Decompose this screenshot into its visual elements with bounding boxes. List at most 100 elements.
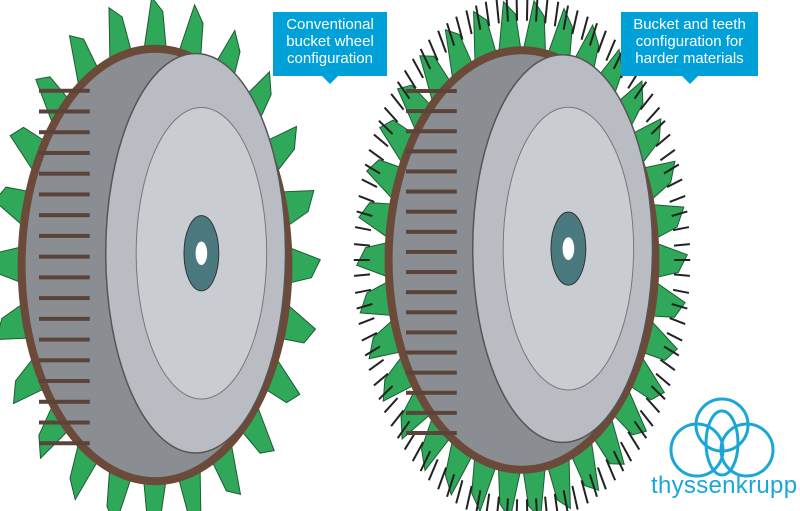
spoke [406, 310, 457, 315]
tooth [390, 409, 405, 427]
callout-line: Bucket and teeth [633, 16, 746, 33]
tooth [619, 441, 633, 462]
tooth [639, 409, 654, 427]
spoke [406, 350, 457, 355]
spoke [39, 275, 90, 280]
spoke [406, 169, 457, 174]
spoke [406, 330, 457, 335]
spoke [406, 270, 457, 275]
callout-line: harder materials [635, 50, 744, 67]
tooth [669, 194, 686, 203]
tooth [361, 178, 378, 188]
spoke [406, 431, 457, 435]
tooth [446, 22, 456, 46]
tooth [655, 133, 671, 148]
tooth [639, 93, 654, 111]
tooth [672, 288, 690, 294]
tooth [383, 106, 399, 123]
thyssenkrupp-logo-icon [669, 397, 775, 478]
tooth [484, 1, 491, 27]
spoke [406, 290, 457, 295]
spoke [39, 130, 90, 135]
tooth [411, 58, 425, 79]
callout-line: configuration [287, 50, 373, 67]
tooth [446, 474, 456, 498]
tooth [544, 496, 548, 511]
tooth [596, 467, 607, 490]
hub-hole [195, 241, 208, 265]
tooth [544, 0, 549, 24]
tooth [368, 149, 385, 162]
spoke [39, 399, 90, 404]
tooth [650, 385, 666, 400]
tooth [580, 480, 589, 504]
tooth [455, 480, 464, 504]
tooth [671, 210, 688, 217]
spoke [39, 379, 90, 384]
spoke [406, 129, 457, 134]
spoke [406, 229, 457, 234]
callout-line: Conventional [286, 16, 374, 33]
tooth [666, 178, 683, 188]
tooth [645, 397, 661, 414]
tooth [588, 474, 598, 498]
spoke [39, 358, 90, 363]
tooth [650, 120, 666, 135]
spoke [406, 89, 457, 93]
tooth [671, 303, 688, 310]
tooth [475, 490, 482, 511]
tooth [378, 120, 394, 135]
tooth [419, 450, 432, 472]
spoke [406, 390, 457, 395]
tooth [496, 496, 500, 511]
tooth [373, 372, 389, 387]
tooth [368, 358, 385, 371]
tooth [633, 81, 648, 100]
tooth [659, 149, 676, 162]
tooth [672, 226, 690, 232]
tooth [396, 420, 411, 439]
conventional-bucket-wheel [0, 0, 321, 511]
spoke [39, 192, 90, 197]
spoke [39, 420, 90, 425]
spoke [406, 189, 457, 194]
tooth [673, 243, 690, 247]
tooth [596, 30, 607, 53]
spoke [39, 171, 90, 176]
tooth [655, 372, 671, 387]
teeth-bucket-wheel [353, 0, 691, 511]
tooth [605, 458, 617, 481]
spoke [39, 254, 90, 259]
tooth [455, 16, 464, 40]
tooth [474, 5, 482, 30]
tooth [663, 163, 680, 175]
tooth [437, 467, 448, 490]
tooth [553, 1, 560, 27]
tooth [411, 441, 425, 462]
tooth [562, 490, 569, 511]
hub-hole [562, 237, 575, 260]
spoke [406, 410, 457, 415]
tooth [633, 420, 648, 439]
tooth [605, 39, 617, 62]
tooth [535, 0, 539, 22]
tooth [358, 194, 375, 203]
tooth [437, 30, 448, 53]
logo-text: thyssenkrupp [651, 472, 798, 499]
tooth [465, 485, 473, 510]
tooth [525, 499, 529, 511]
tooth [419, 48, 432, 70]
tooth [659, 358, 676, 371]
spoke [39, 150, 90, 155]
tooth [525, 0, 529, 21]
spoke [39, 88, 90, 93]
tooth [495, 0, 500, 24]
tooth [571, 485, 579, 510]
spoke [406, 209, 457, 214]
tooth [666, 332, 683, 342]
tooth [378, 385, 394, 400]
tooth [390, 93, 405, 111]
spoke [39, 233, 90, 238]
spoke [39, 109, 90, 114]
tooth [364, 163, 381, 175]
